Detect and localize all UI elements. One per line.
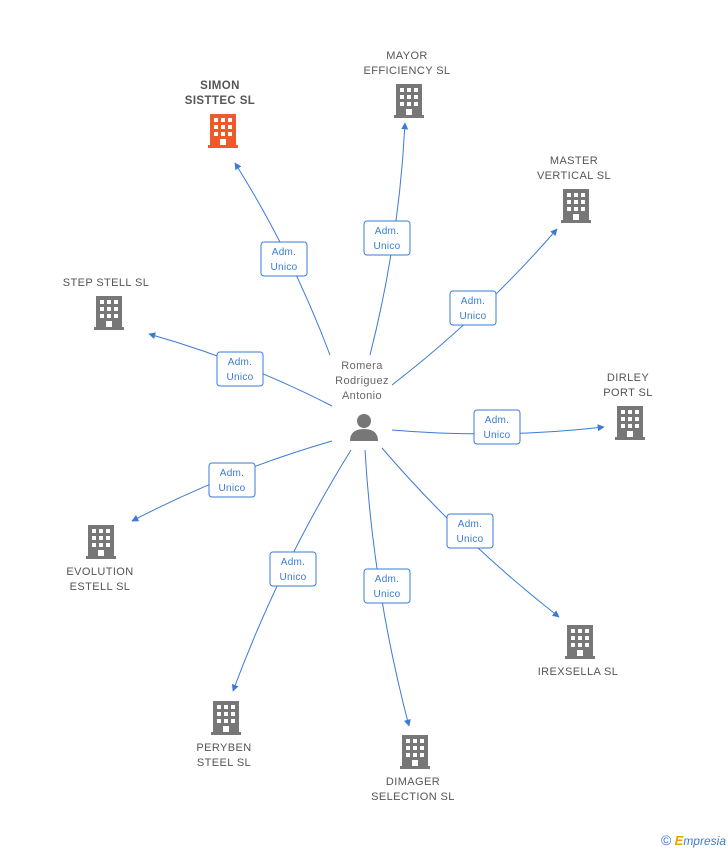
company-label-line-2: SISTTEC SL (185, 95, 255, 107)
company-node-master[interactable]: MASTER VERTICAL SL (537, 155, 611, 223)
relation-label-line-1: Adm. (281, 557, 306, 568)
relation-label-line-2: Unico (456, 534, 483, 545)
relation-badge-irexsella[interactable]: Adm. Unico (446, 513, 494, 549)
copyright-symbol: © (660, 832, 672, 848)
relation-badge-dimager[interactable]: Adm. Unico (363, 568, 411, 604)
relation-label-line-1: Adm. (375, 574, 400, 585)
relation-label-line-2: Unico (279, 572, 306, 583)
company-label-line-2: ESTELL SL (70, 581, 131, 593)
company-label-line-2: SELECTION SL (371, 791, 455, 803)
person-node[interactable]: Romera Rodriguez Antonio (335, 360, 389, 441)
relation-badge-step[interactable]: Adm. Unico (216, 351, 264, 387)
company-node-step[interactable]: STEP STELL SL (63, 277, 150, 330)
company-node-evolution[interactable]: EVOLUTION ESTELL SL (66, 525, 133, 593)
relation-label-line-1: Adm. (375, 226, 400, 237)
relation-badge-mayor[interactable]: Adm. Unico (363, 220, 411, 256)
building-icon (211, 701, 241, 735)
company-label-line-1: EVOLUTION (66, 566, 133, 578)
company-label-line-2: VERTICAL SL (537, 170, 611, 182)
building-icon (615, 406, 645, 440)
relation-badge-simon[interactable]: Adm. Unico (260, 241, 308, 277)
company-label-line-1: MASTER (550, 155, 598, 167)
building-icon (565, 625, 595, 659)
relation-label-line-1: Adm. (485, 415, 510, 426)
relation-label-line-2: Unico (270, 262, 297, 273)
relation-label-line-2: Unico (373, 241, 400, 252)
brand-initial: E (674, 833, 684, 848)
company-label-line-2: EFFICIENCY SL (364, 65, 451, 77)
building-icon (400, 735, 430, 769)
relation-label-line-2: Unico (218, 483, 245, 494)
company-label-line-1: DIRLEY (607, 372, 649, 384)
relation-label-line-2: Unico (483, 430, 510, 441)
company-node-simon[interactable]: SIMON SISTTEC SL (185, 80, 255, 148)
building-icon (94, 296, 124, 330)
company-label-line-1: STEP STELL SL (63, 277, 150, 289)
person-icon (350, 414, 378, 441)
relation-badge-peryben[interactable]: Adm. Unico (269, 551, 317, 587)
building-icon (208, 114, 238, 148)
company-label-line-1: MAYOR (386, 50, 428, 62)
company-node-mayor[interactable]: MAYOR EFFICIENCY SL (364, 50, 451, 118)
company-nodes: SIMON SISTTEC SL MAYOR EFFICIENCY SL MASTER V… (63, 50, 653, 803)
person-name-line-2: Rodriguez (335, 375, 389, 387)
company-node-peryben[interactable]: PERYBEN STEEL SL (196, 701, 251, 769)
company-label-line-2: PORT SL (603, 387, 652, 399)
company-label-line-1: PERYBEN (196, 742, 251, 754)
relation-label-line-1: Adm. (272, 247, 297, 258)
person-name-line-3: Antonio (342, 390, 382, 402)
company-label-line-1: SIMON (200, 80, 240, 92)
relation-label-line-1: Adm. (228, 357, 253, 368)
company-node-irexsella[interactable]: IREXSELLA SL (538, 625, 619, 678)
relation-label-line-1: Adm. (458, 519, 483, 530)
company-node-dirley[interactable]: DIRLEY PORT SL (603, 372, 652, 440)
relation-badge-dirley[interactable]: Adm. Unico (473, 409, 521, 445)
company-label-line-2: STEEL SL (197, 757, 251, 769)
relation-label-line-1: Adm. (220, 468, 245, 479)
building-icon (561, 189, 591, 223)
relations: Adm.UnicoAdm.UnicoAdm.UnicoAdm.UnicoAdm.… (208, 220, 521, 604)
company-node-dimager[interactable]: DIMAGER SELECTION SL (371, 735, 455, 803)
relation-label-line-2: Unico (459, 311, 486, 322)
relation-label-line-1: Adm. (461, 296, 486, 307)
person-name-line-1: Romera (341, 360, 383, 372)
footer-brand: © Empresia (661, 832, 726, 848)
relation-label-line-2: Unico (373, 589, 400, 600)
relation-badge-evolution[interactable]: Adm. Unico (208, 462, 256, 498)
relation-badge-master[interactable]: Adm. Unico (449, 290, 497, 326)
building-icon (394, 84, 424, 118)
relation-label-line-2: Unico (226, 372, 253, 383)
company-label-line-1: DIMAGER (386, 776, 440, 788)
company-label-line-1: IREXSELLA SL (538, 666, 619, 678)
building-icon (86, 525, 116, 559)
brand-name: mpresia (683, 834, 726, 848)
